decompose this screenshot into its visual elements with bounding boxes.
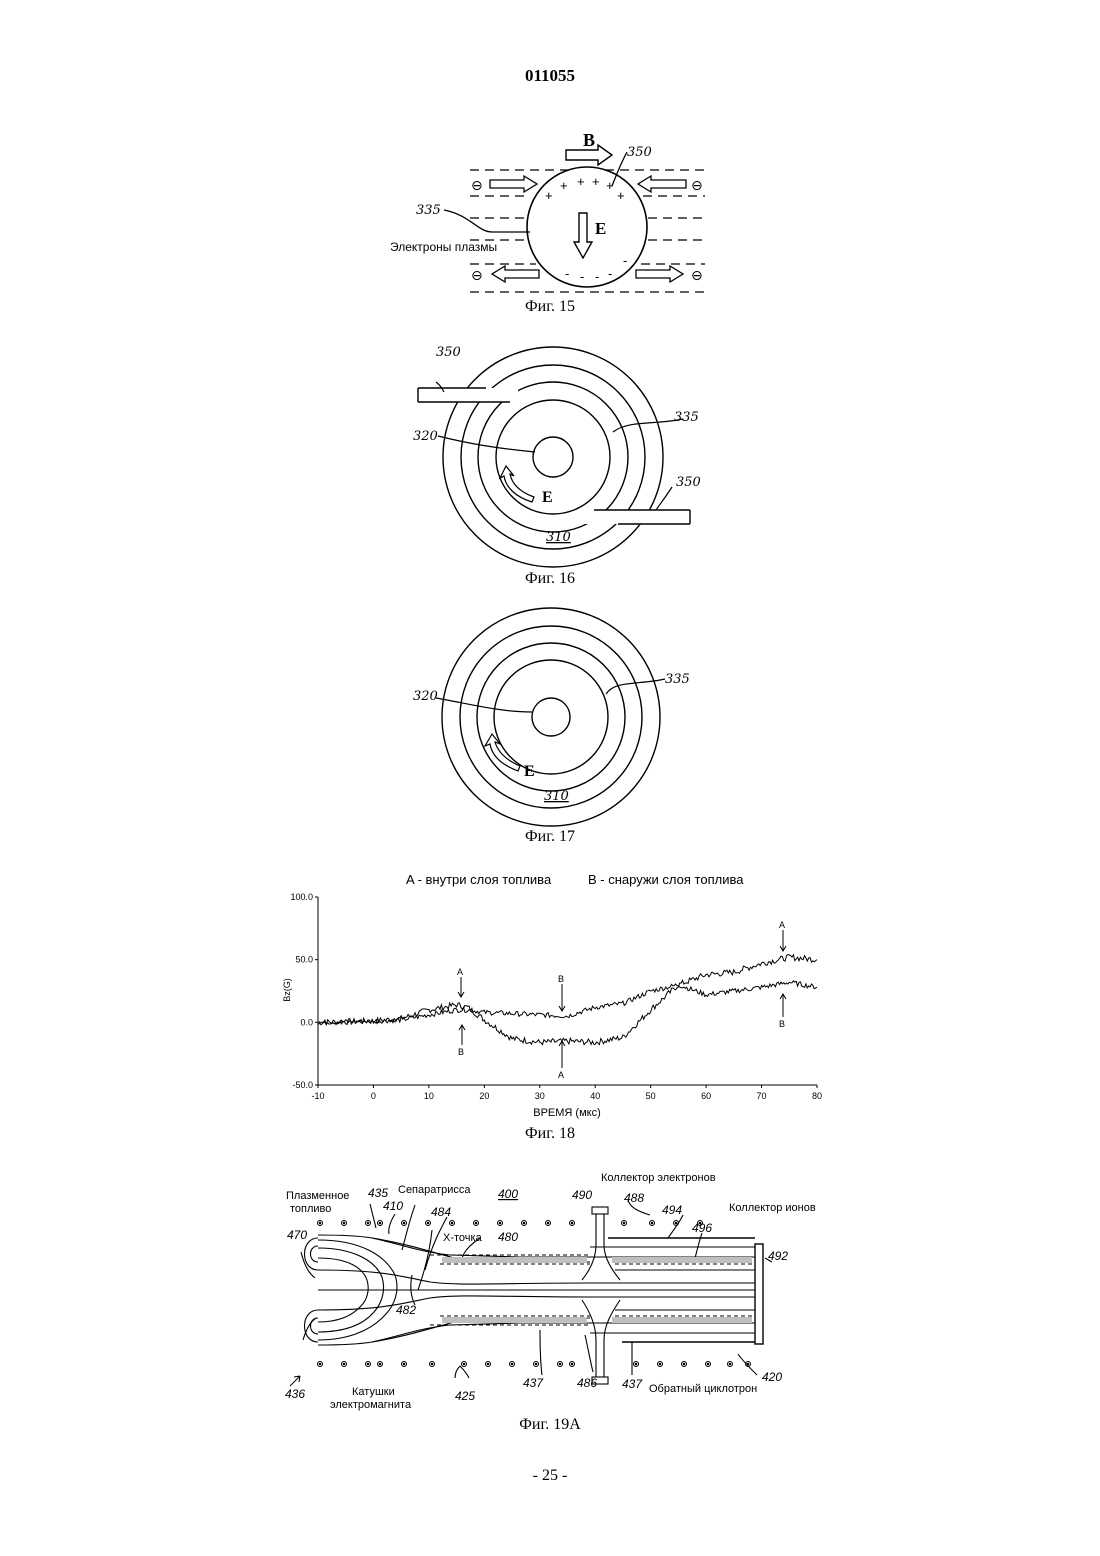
fig19a-ref: 400 [498,1187,518,1201]
fig19a-plasma-fuel-label: топливо [290,1203,331,1215]
coil-marker-center [559,1363,561,1365]
coil-marker-center [367,1363,369,1365]
coil-marker-center [379,1222,381,1224]
coil-marker-center [675,1222,677,1224]
coil-marker-center [343,1363,345,1365]
coil-marker-center [367,1222,369,1224]
fig19a-x-point-label: Х-точка [443,1232,483,1244]
fig19a-ref: 436 [285,1387,305,1401]
coil-marker-center [475,1222,477,1224]
coil-marker-center [707,1363,709,1365]
fig19a-ref: 490 [572,1188,592,1202]
fig19a-ref: 420 [762,1370,782,1384]
fig19a-ref: 435 [368,1186,388,1200]
fig19a-ref: 470 [287,1228,307,1242]
coil-marker-center [635,1363,637,1365]
fig19a-ref: 437 [523,1376,544,1390]
coil-marker-center [623,1222,625,1224]
fig19a-ref: 484 [431,1205,451,1219]
coil-marker-center [683,1363,685,1365]
coil-marker-center [319,1222,321,1224]
fig19a-ref: 496 [692,1221,712,1235]
fig19a-ref: 480 [498,1230,518,1244]
fig19a-ref: 492 [768,1249,788,1263]
coil-marker-center [343,1222,345,1224]
fig19a-reverse-cyclotron-label: Обратный циклотрон [649,1383,757,1395]
fig19a-plasma-fuel-label: Плазменное [286,1190,349,1202]
fig19a-ion-collector-label: Коллектор ионов [729,1202,816,1214]
coil-marker-center [729,1363,731,1365]
fig19a-electron-collector-label: Коллектор электронов [601,1172,716,1184]
coil-marker-center [499,1222,501,1224]
coil-marker-center [659,1363,661,1365]
fig19a-ref: 494 [662,1203,682,1217]
fig19a-ref: 482 [396,1303,416,1317]
coil-marker-center [523,1222,525,1224]
coil-marker-center [651,1222,653,1224]
fig19a-ref: 425 [455,1389,475,1403]
fig19a-separatrix-label: Сепаратрисса [398,1184,471,1196]
fig19a-caption: Фиг. 19А [0,1416,1100,1434]
coil-marker-center [379,1363,381,1365]
coil-marker-center [319,1363,321,1365]
coil-marker-center [571,1363,573,1365]
coil-marker-center [463,1363,465,1365]
coil-marker-center [511,1363,513,1365]
coil-marker-center [747,1363,749,1365]
coil-marker-center [487,1363,489,1365]
coil-marker-center [403,1222,405,1224]
coil-marker-center [403,1363,405,1365]
fig19a-coils-label: Катушки [352,1386,395,1398]
coil-marker-center [451,1222,453,1224]
coil-marker-center [431,1363,433,1365]
fig19a-ref: 488 [624,1191,644,1205]
fig19a-coils-label: электромагнита [330,1399,412,1411]
coil-marker-center [535,1363,537,1365]
fig19a-ref: 410 [383,1199,403,1213]
coil-marker-center [427,1222,429,1224]
fig19a-ref: 437 [622,1377,643,1391]
coil-marker-center [571,1222,573,1224]
page-number: - 25 - [0,1467,1100,1485]
fig19a-ref: 486 [577,1376,597,1390]
coil-marker-center [547,1222,549,1224]
